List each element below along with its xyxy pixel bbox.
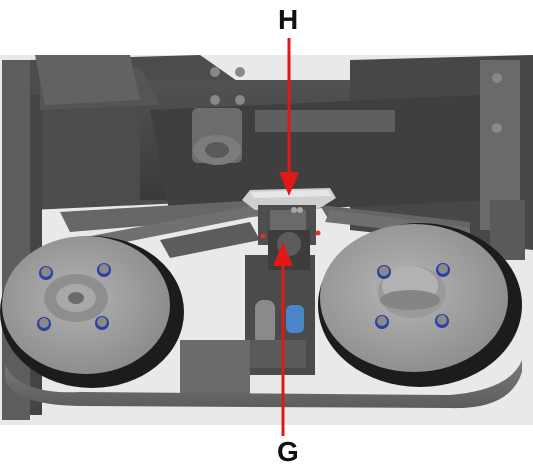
- belt-clamp-icon: [242, 188, 336, 270]
- left-pulley: [0, 236, 184, 388]
- callout-label-g: G: [277, 436, 299, 467]
- callout-label-h: H: [278, 4, 299, 35]
- pulley-bolts: [375, 263, 450, 329]
- callout-arrow-g: [273, 242, 293, 436]
- right-pulley: [318, 223, 522, 387]
- pulley-bolts: [37, 263, 111, 331]
- callout-arrow-h: [279, 38, 299, 196]
